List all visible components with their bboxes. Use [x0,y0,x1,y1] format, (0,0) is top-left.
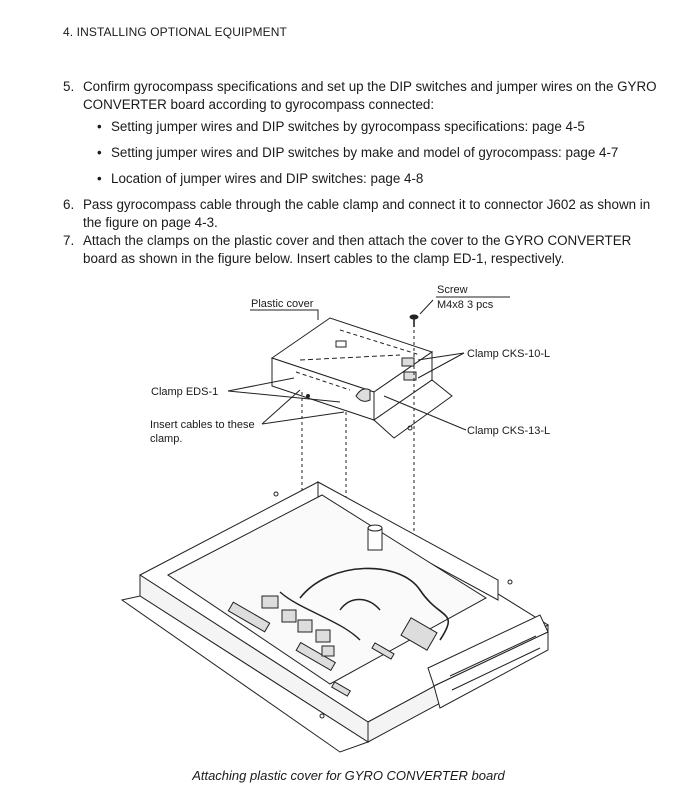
step-text: Pass gyrocompass cable through the cable… [83,197,651,230]
screw-drawing [409,314,419,327]
step-text: Confirm gyrocompass specifications and s… [83,79,657,112]
leader-lines [227,296,510,431]
step-number: 5. [63,79,75,94]
gyro-converter-board-drawing [120,481,549,753]
step-number: 6. [63,197,75,212]
figure-caption: Attaching plastic cover for GYRO CONVERT… [192,768,505,783]
insert-cables-label-2: clamp. [150,433,182,445]
bullet-list: Setting jumper wires and DIP switches by… [83,118,663,188]
step-6: 6. Pass gyrocompass cable through the ca… [63,196,663,232]
page-section-header: 4. INSTALLING OPTIONAL EQUIPMENT [63,25,287,39]
bullet-item: Location of jumper wires and DIP switche… [97,170,663,188]
step-text: Attach the clamps on the plastic cover a… [83,233,632,266]
screw-spec-label: M4x8 3 pcs [437,299,494,311]
insert-cables-label: Insert cables to these [150,419,255,431]
installation-steps: 5. Confirm gyrocompass specifications an… [63,78,663,268]
clamp-eds-1-label: Clamp EDS-1 [151,386,218,398]
clamp-cks-10-l-label: Clamp CKS-10-L [467,348,550,360]
plastic-cover-drawing [270,317,453,439]
step-number: 7. [63,233,75,248]
screw-label: Screw [437,284,468,296]
bullet-item: Setting jumper wires and DIP switches by… [97,144,663,162]
step-7: 7. Attach the clamps on the plastic cove… [63,232,663,268]
bullet-item: Setting jumper wires and DIP switches by… [97,118,663,136]
step-5: 5. Confirm gyrocompass specifications an… [63,78,663,196]
plastic-cover-label: Plastic cover [251,298,314,310]
clamp-cks-13-l-label: Clamp CKS-13-L [467,425,550,437]
